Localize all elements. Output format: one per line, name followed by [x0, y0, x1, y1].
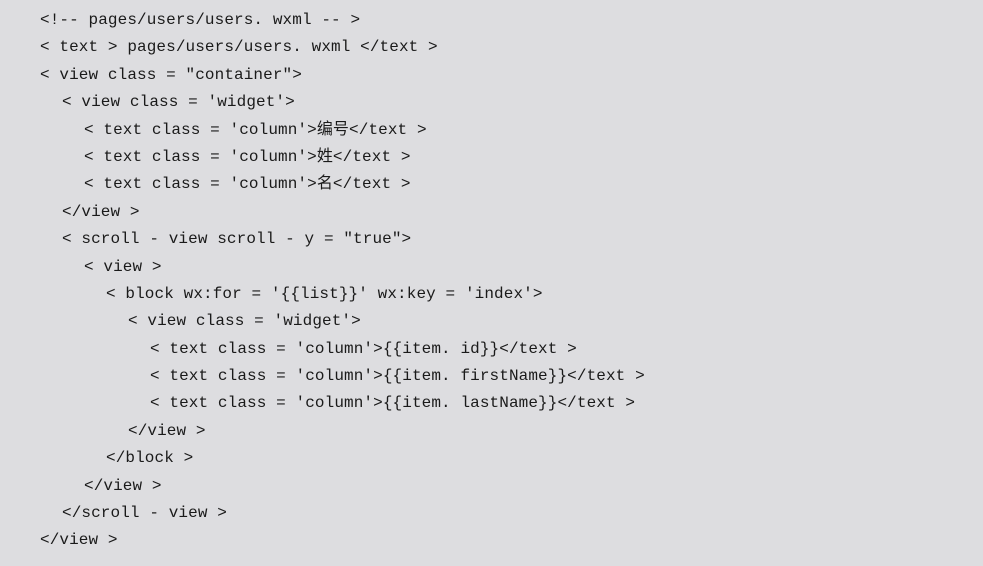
code-line: < text > pages/users/users. wxml </text … [40, 38, 438, 57]
code-line: <!-- pages/users/users. wxml -- > [40, 11, 361, 29]
code-line: </view > [128, 421, 206, 440]
code-line: </view > [62, 202, 140, 221]
code-line: </block > [106, 449, 194, 468]
code-line: < text class = 'column'>名</text > [84, 175, 411, 194]
code-line: < block wx:for = '{{list}}' wx:key = 'in… [106, 284, 543, 303]
code-line: < view class = 'widget'> [128, 312, 361, 331]
code-line: < view class = "container"> [40, 65, 302, 84]
code-line: < text class = 'column'>{{item. lastName… [150, 394, 636, 413]
code-line: </scroll - view > [62, 504, 227, 523]
code-line: < text class = 'column'>{{item. firstNam… [150, 367, 645, 386]
code-line: < scroll - view scroll - y = "true"> [62, 230, 412, 249]
code-line: < view > [84, 257, 162, 276]
code-line: < text class = 'column'>{{item. id}}</te… [150, 339, 577, 358]
code-line: </view > [40, 531, 118, 550]
code-line: < view class = 'widget'> [62, 93, 295, 112]
code-line: </view > [84, 476, 162, 495]
code-line: < text class = 'column'>编号</text > [84, 120, 427, 139]
code-line: < text class = 'column'>姓</text > [84, 147, 411, 166]
